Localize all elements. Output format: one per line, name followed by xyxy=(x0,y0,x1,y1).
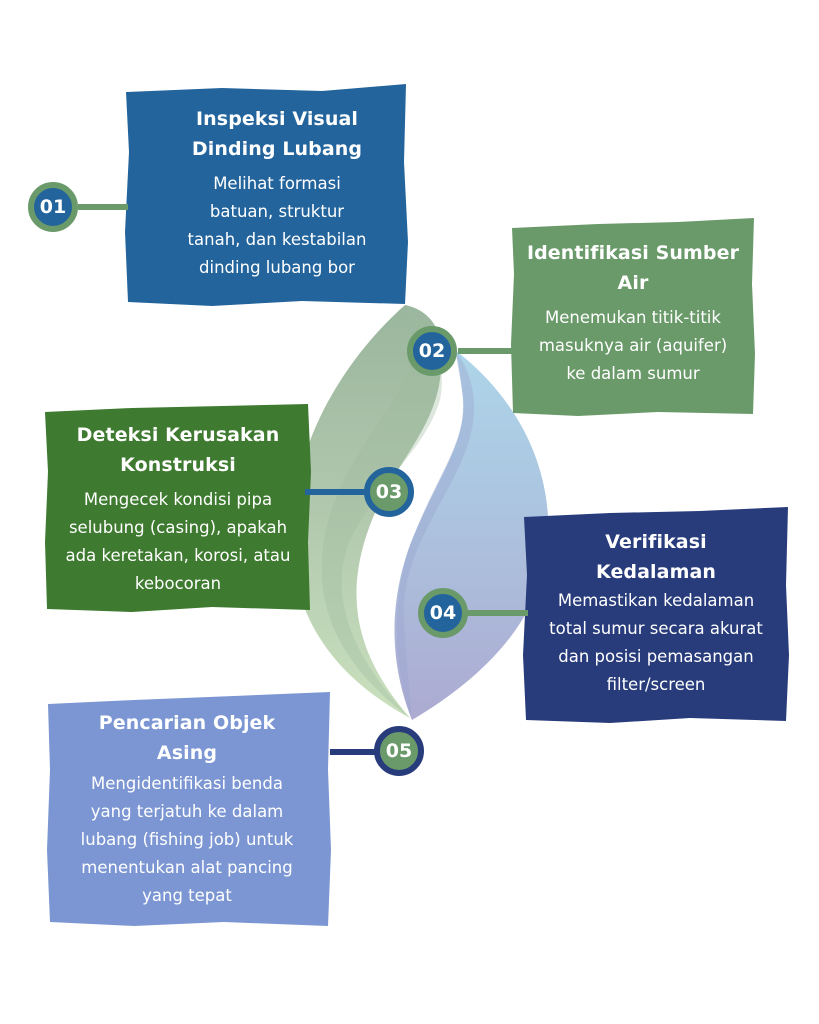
step-card-04: Verifikasi Kedalaman Memastikan kedalama… xyxy=(520,505,792,725)
step-number-badge-02: 02 xyxy=(407,326,457,376)
right-leaf-shade xyxy=(396,350,475,720)
step-description: Memastikan kedalaman total sumur secara … xyxy=(549,591,763,694)
connector-line-04 xyxy=(462,610,528,616)
connector-line-01 xyxy=(78,204,128,210)
step-number-badge-01: 01 xyxy=(28,182,78,232)
left-leaf-shape xyxy=(291,305,442,718)
left-leaf-shade xyxy=(321,305,442,718)
step-number-badge-03: 03 xyxy=(364,467,414,517)
step-title: Deteksi Kerusakan Konstruksi xyxy=(76,424,280,476)
connector-line-02 xyxy=(458,348,518,354)
step-description: Menemukan titik-titik masuknya air (aqui… xyxy=(538,308,728,383)
step-title: Pencarian Objek Asing xyxy=(98,712,276,764)
step-number-badge-04: 04 xyxy=(418,588,468,638)
step-description: Mengidentifikasi benda yang terjatuh ke … xyxy=(80,774,294,905)
card-background xyxy=(511,218,755,416)
card-background xyxy=(125,84,408,306)
card-background xyxy=(45,404,311,612)
step-card-03: Deteksi Kerusakan Konstruksi Mengecek ko… xyxy=(42,402,314,614)
step-title: Verifikasi Kedalaman xyxy=(595,531,717,583)
step-description: Mengecek kondisi pipa selubung (casing),… xyxy=(65,490,291,593)
step-title: Identifikasi Sumber Air xyxy=(526,242,740,294)
step-description: Melihat formasi batuan, struktur tanah, … xyxy=(187,174,367,277)
card-background xyxy=(47,692,331,926)
step-card-02: Identifikasi Sumber Air Menemukan titik-… xyxy=(508,214,758,418)
step-title: Inspeksi Visual Dinding Lubang xyxy=(191,108,363,160)
step-card-01: Inspeksi Visual Dinding Lubang Melihat f… xyxy=(122,82,410,308)
step-number-badge-05: 05 xyxy=(374,726,424,776)
card-background xyxy=(523,507,789,723)
connector-line-03 xyxy=(305,489,375,495)
connector-line-05 xyxy=(330,749,380,755)
step-card-05: Pencarian Objek Asing Mengidentifikasi b… xyxy=(44,690,334,930)
